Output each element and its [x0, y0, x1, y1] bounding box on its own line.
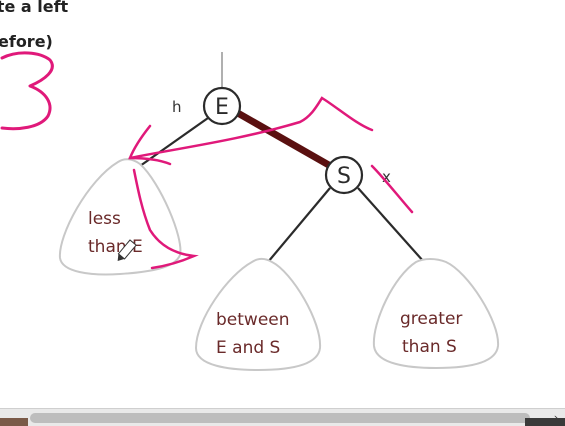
scroll-right-arrow-icon[interactable]: › [549, 410, 563, 426]
bst-rotation-diagram: ate a left efore) less than E between E … [0, 0, 500, 372]
subtree-left-label-1: less [88, 209, 121, 229]
node-s-key: S [337, 164, 351, 189]
subtree-middle-label-1: between [216, 310, 290, 330]
header-line-1: ate a left [0, 0, 69, 16]
annotation-tick-right [370, 164, 414, 214]
subtree-right-outline [372, 258, 500, 370]
annotation-arrow-head [128, 124, 172, 166]
subtree-right-label-1: greater [400, 309, 462, 329]
annotation-left-subtree-mark [132, 168, 199, 270]
annotation-squiggle [0, 51, 54, 131]
pointer-x-label: x [382, 168, 391, 186]
subtree-left-outline [58, 158, 182, 276]
taskbar-thumbnail-right [525, 418, 565, 426]
subtree-middle-label-2: E and S [216, 338, 280, 358]
link-s-middle [267, 187, 331, 263]
subtree-right-label-2: than S [402, 337, 457, 357]
horizontal-scrollbar[interactable]: › [0, 408, 565, 426]
pointer-h-label: h [172, 98, 182, 116]
taskbar-thumbnail-left [0, 418, 28, 426]
annotation-rotation-arrow [128, 96, 374, 160]
header-line-2: efore) [0, 32, 53, 51]
red-link-e-s [234, 108, 336, 172]
node-e-circle [202, 86, 242, 126]
pencil-cursor-icon [117, 239, 137, 261]
subtree-middle-outline [194, 258, 322, 372]
scrollbar-thumb[interactable] [30, 413, 530, 423]
node-e-key: E [215, 95, 229, 120]
link-e-left [139, 117, 209, 167]
node-s-circle [324, 155, 364, 195]
link-s-right [357, 187, 425, 263]
